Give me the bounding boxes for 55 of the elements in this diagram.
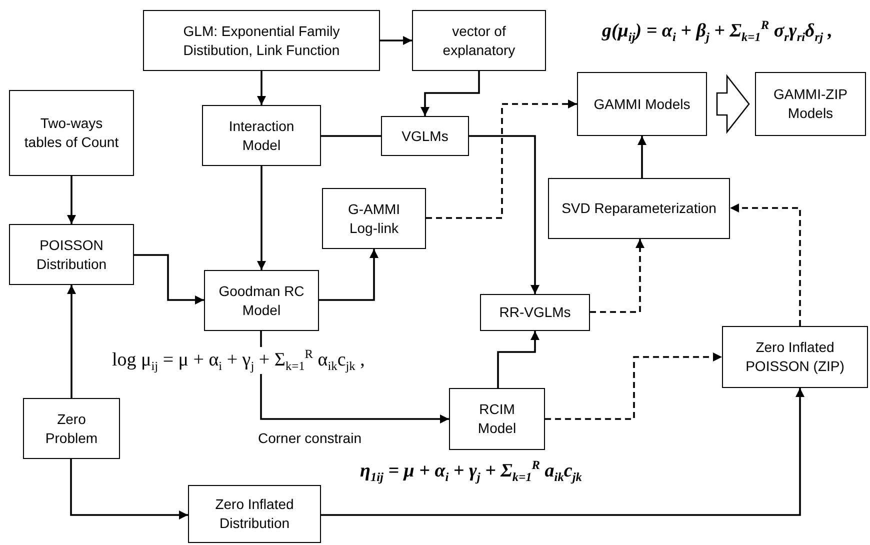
process-box — [548, 178, 730, 239]
node-label: Interaction Model — [228, 116, 296, 154]
process-box — [9, 224, 134, 285]
dashed-arrow — [426, 100, 577, 219]
arrow — [67, 176, 76, 224]
process-box — [722, 326, 868, 388]
process-box — [381, 116, 469, 156]
arrow — [420, 71, 480, 116]
arrow — [380, 36, 412, 45]
process-box — [480, 294, 590, 331]
arrow — [257, 166, 266, 270]
arrow — [67, 285, 76, 398]
node-label: POISSON Distribution — [35, 236, 108, 274]
process-box — [412, 10, 546, 71]
block-arrow — [716, 74, 750, 134]
node-label: GAMMI-ZIP Models — [772, 85, 848, 123]
formula: log μ$_{ij}$ = μ + α$_{i}$ + γ$_{j}$ + Σ$_{k=1}$$^{R}$ α$_{ik}$c$_{jk}$ , — [112, 347, 365, 374]
formula: g(μ$_{ij}$) = α$_{i}$ + β$_{j}$ + Σ$_{k=1}$$^{R}$ σ$_{r}$γ$_{ri}$δ$_{rj}$ , — [602, 18, 833, 46]
node-label: G-AMMI Log-link — [346, 200, 402, 238]
dashed-arrow — [545, 352, 722, 420]
process-box — [202, 105, 321, 166]
process-box — [9, 90, 134, 176]
process-box — [143, 10, 380, 71]
process-box — [577, 72, 707, 136]
arrow — [321, 388, 804, 516]
annotation-text: Corner constrain — [258, 430, 362, 446]
arrow — [497, 331, 540, 388]
arrow — [638, 136, 646, 178]
dashed-arrow — [590, 239, 644, 313]
node-label: Zero Problem — [44, 410, 99, 448]
process-box — [449, 388, 545, 450]
arrow — [257, 71, 266, 105]
node-label: Zero Inflated POISSON (ZIP) — [744, 338, 846, 376]
arrow — [134, 254, 204, 304]
node-label: RR-VGLMs — [499, 303, 571, 322]
arrow — [319, 249, 378, 301]
dashed-arrow — [730, 204, 801, 326]
formula: η$_{1ij}$ = μ + α$_{i}$ + γ$_{j}$ + Σ$_{k=1}$$^{R}$ a$_{ik}$c$_{jk}$ — [360, 458, 582, 486]
node-label: Zero Inflated Distribution — [214, 495, 295, 533]
node-label: vector of explanatory — [442, 22, 516, 60]
process-box — [188, 485, 321, 543]
process-box — [204, 270, 319, 331]
process-box — [322, 188, 426, 249]
arrow — [469, 135, 540, 294]
node-label: VGLMs — [402, 126, 448, 146]
process-box — [755, 72, 866, 136]
node-label: GLM: Exponential Family Distibution, Link Function — [182, 22, 341, 60]
node-label: RCIM Model — [476, 400, 518, 438]
arrow — [260, 331, 449, 424]
arrow — [70, 459, 188, 520]
node-label: Goodman RC Model — [218, 282, 306, 320]
node-label: SVD Reparameterization — [562, 199, 716, 218]
process-box — [23, 398, 120, 459]
node-label: Two-ways tables of Count — [23, 114, 120, 152]
node-label: GAMMI Models — [594, 94, 690, 114]
